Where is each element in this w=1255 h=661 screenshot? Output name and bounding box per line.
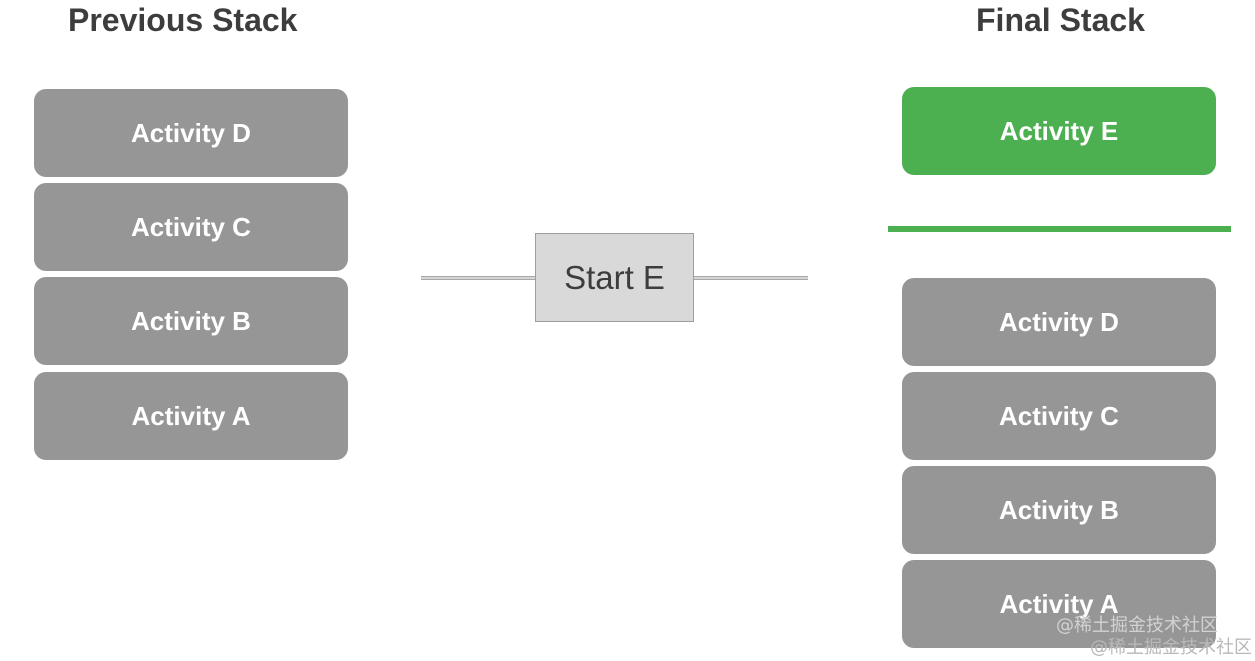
previous-stack-activity-b: Activity B xyxy=(34,277,348,365)
previous-stack-activity-d: Activity D xyxy=(34,89,348,177)
watermark-text: @稀土掘金技术社区 xyxy=(1056,615,1218,636)
final-stack-activity-b: Activity B xyxy=(902,466,1216,554)
watermark-text-secondary: @稀土掘金技术社区 xyxy=(1090,637,1252,658)
connector-line-right xyxy=(693,276,808,280)
final-stack-activity-a: Activity A xyxy=(902,560,1216,648)
final-stack-activity-e: Activity E xyxy=(902,87,1216,175)
final-stack-activity-c: Activity C xyxy=(902,372,1216,460)
previous-stack-activity-a: Activity A xyxy=(34,372,348,460)
previous-stack-title: Previous Stack xyxy=(68,2,298,38)
stack-divider xyxy=(888,226,1231,232)
connector-line-left xyxy=(421,276,537,280)
previous-stack-activity-c: Activity C xyxy=(34,183,348,271)
start-e-action-box: Start E xyxy=(535,233,694,322)
final-stack-activity-d: Activity D xyxy=(902,278,1216,366)
final-stack-title: Final Stack xyxy=(976,2,1145,38)
